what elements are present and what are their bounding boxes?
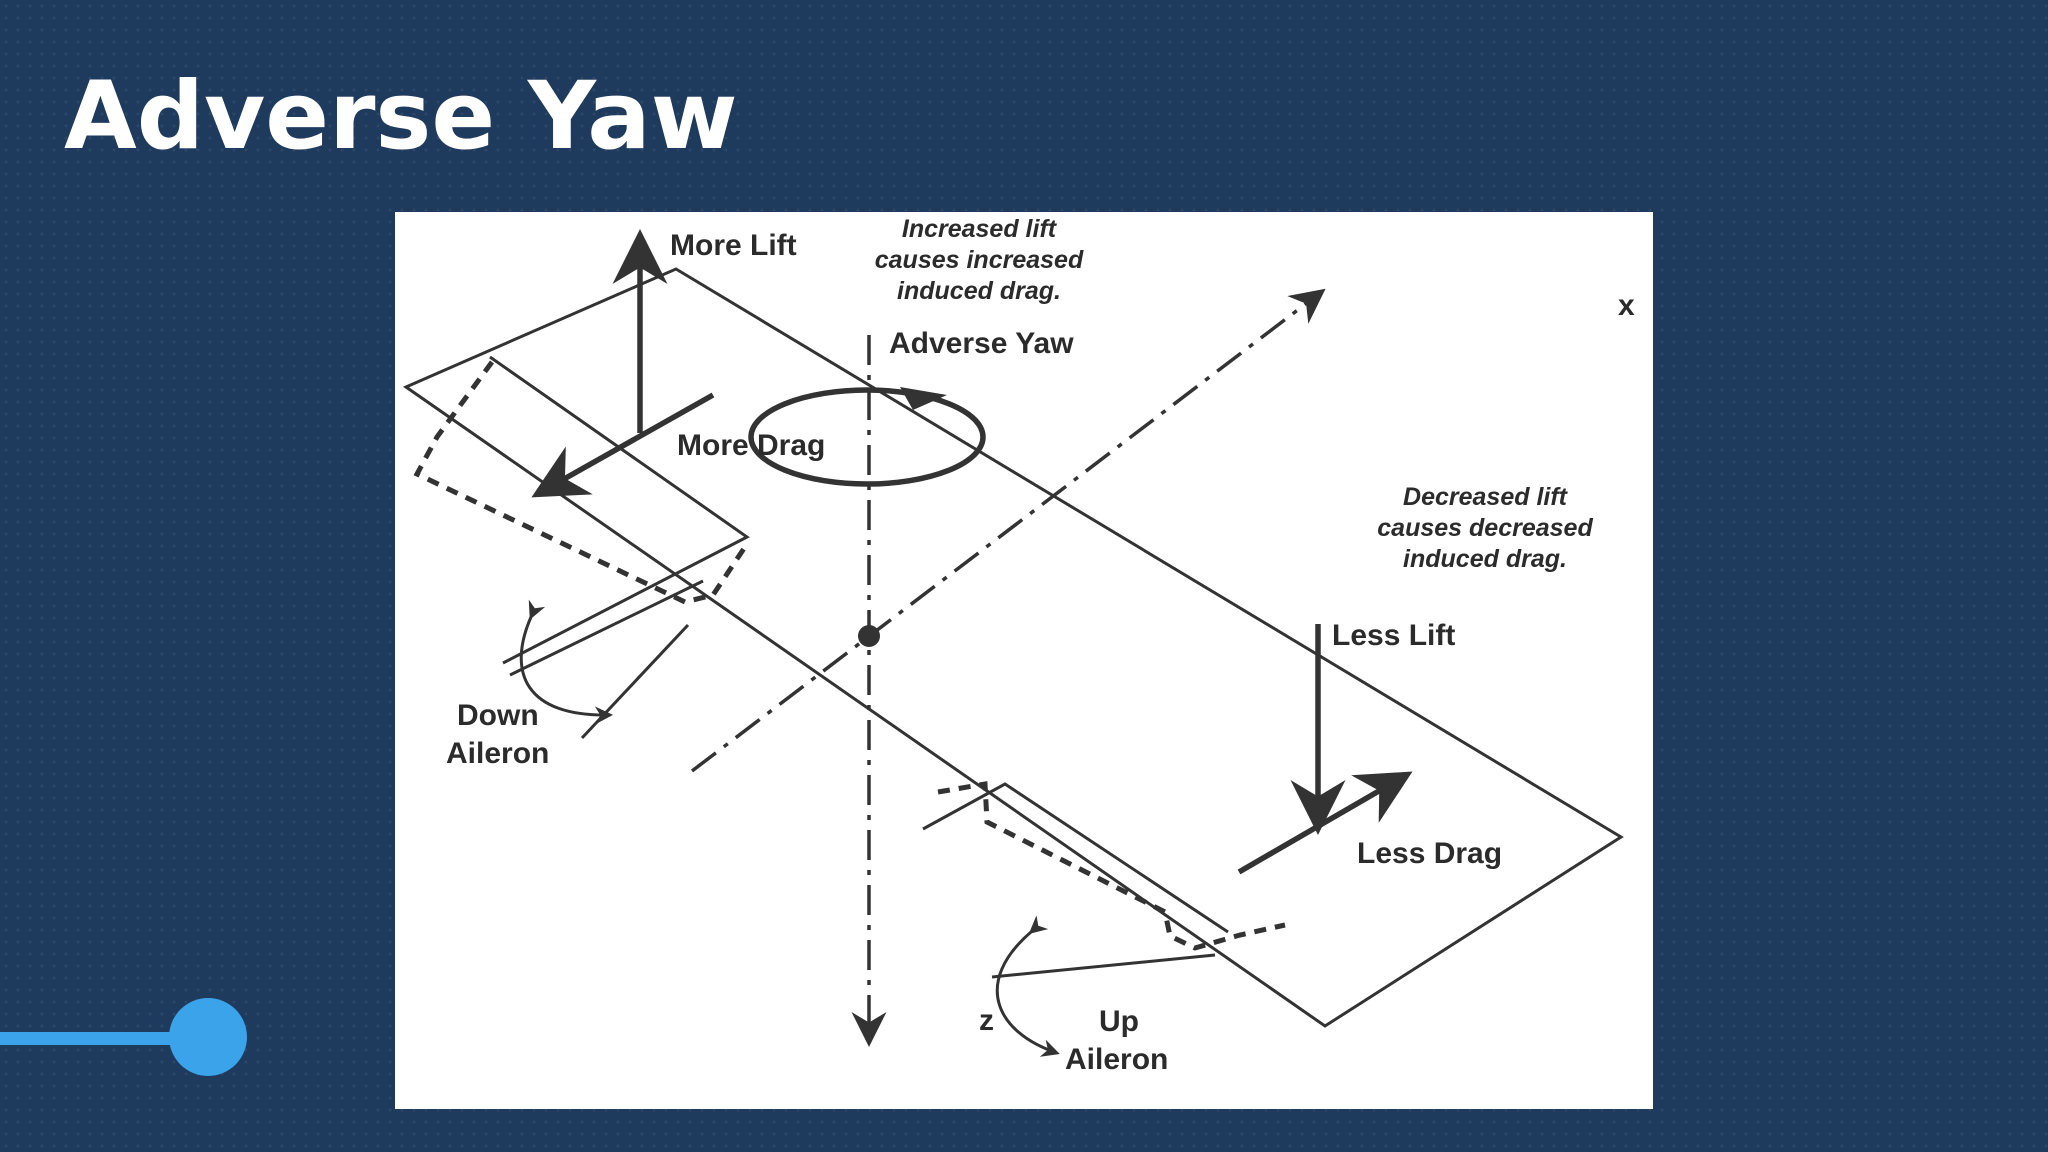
down-aileron-pointer: [509, 579, 704, 677]
decreased-note-line2: causes decreased: [1377, 514, 1593, 542]
decreased-note-line3: induced drag.: [1403, 545, 1567, 573]
x-axis-label: x: [1618, 289, 1635, 322]
more-drag-arrow: [531, 392, 715, 498]
left-aileron-hinge: [413, 360, 748, 605]
center-of-gravity: [858, 625, 880, 647]
decreased-note-line1: Decreased lift: [1403, 483, 1569, 511]
adverse-yaw-diagram: More Lift More Drag Adverse Yaw Less Lif…: [395, 212, 1653, 1109]
up-aileron-label-line1: Up: [1099, 1005, 1139, 1038]
left-aileron-outline: [489, 355, 750, 665]
diagram-svg: More Lift More Drag Adverse Yaw Less Lif…: [402, 215, 1635, 1076]
z-axis-label: z: [979, 1004, 994, 1037]
down-aileron-pointer-2: [580, 623, 690, 740]
less-drag-arrow: [1237, 771, 1413, 875]
down-aileron-deflection-arrow: [519, 599, 613, 725]
up-aileron-deflection-arrow: [995, 915, 1060, 1057]
right-aileron-outline: [922, 782, 1229, 934]
less-drag-label: Less Drag: [1357, 837, 1502, 870]
right-aileron-hinge: [937, 781, 1286, 951]
increased-note-line1: Increased lift: [902, 215, 1058, 243]
accent-line: [0, 1032, 210, 1045]
down-aileron-label-line1: Down: [457, 699, 539, 732]
wing-outline: [402, 267, 1624, 1028]
less-lift-label: Less Lift: [1332, 619, 1455, 652]
yaw-rotation-ellipse: [748, 387, 986, 487]
increased-note-line3: induced drag.: [897, 277, 1061, 305]
x-axis: [690, 288, 1326, 773]
accent-dot: [169, 998, 247, 1076]
adverse-yaw-label: Adverse Yaw: [889, 327, 1074, 360]
increased-note-line2: causes increased: [875, 246, 1084, 274]
up-aileron-label-line2: Aileron: [1065, 1043, 1168, 1076]
up-aileron-pointer: [991, 953, 1216, 979]
more-drag-label: More Drag: [677, 429, 825, 462]
slide-title: Adverse Yaw: [64, 62, 738, 171]
more-lift-label: More Lift: [670, 229, 797, 262]
yaw-rotation-arrowhead: [900, 387, 947, 410]
down-aileron-label-line2: Aileron: [446, 737, 549, 770]
